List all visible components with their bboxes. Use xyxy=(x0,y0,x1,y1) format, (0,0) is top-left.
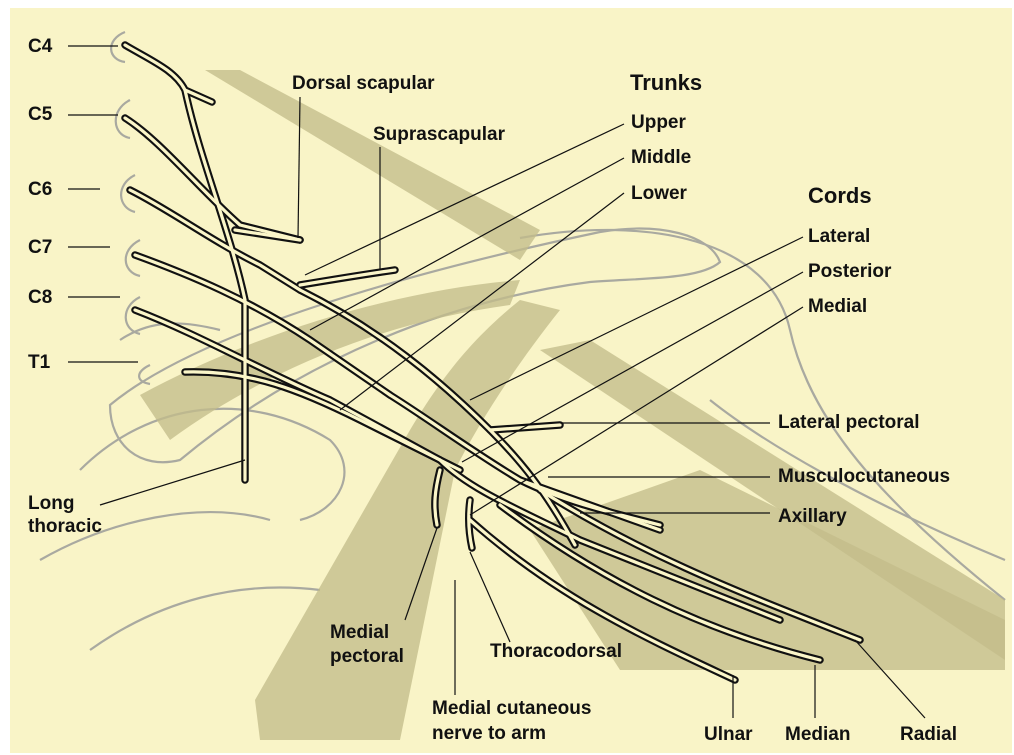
label-thoracodorsal: Thoracodorsal xyxy=(490,641,622,663)
label-medial-pectoral-line1: Medial xyxy=(330,622,389,644)
label-cord-lateral: Lateral xyxy=(808,226,870,248)
label-radial: Radial xyxy=(900,724,957,746)
label-root-c4: C4 xyxy=(28,36,52,58)
label-trunk-middle: Middle xyxy=(631,147,691,169)
label-root-c8: C8 xyxy=(28,287,52,309)
label-trunk-upper: Upper xyxy=(631,112,686,134)
label-medial-pectoral-line2: pectoral xyxy=(330,646,404,668)
label-long-thoracic-line1: Long xyxy=(28,493,74,515)
label-root-c6: C6 xyxy=(28,179,52,201)
label-dorsal-scapular: Dorsal scapular xyxy=(292,73,435,95)
header-trunks: Trunks xyxy=(630,72,702,94)
label-medial-cutaneous-line2: nerve to arm xyxy=(432,723,546,745)
label-cord-medial: Medial xyxy=(808,296,867,318)
label-trunk-lower: Lower xyxy=(631,183,687,205)
label-lateral-pectoral: Lateral pectoral xyxy=(778,412,920,434)
label-long-thoracic-line2: thoracic xyxy=(28,516,102,538)
label-musculocutaneous: Musculocutaneous xyxy=(778,466,950,488)
label-cord-posterior: Posterior xyxy=(808,261,891,283)
label-ulnar: Ulnar xyxy=(704,724,753,746)
label-median: Median xyxy=(785,724,850,746)
label-axillary: Axillary xyxy=(778,506,847,528)
header-cords: Cords xyxy=(808,185,872,207)
label-root-c5: C5 xyxy=(28,104,52,126)
label-medial-cutaneous-line1: Medial cutaneous xyxy=(432,698,591,720)
label-suprascapular: Suprascapular xyxy=(373,124,505,146)
label-root-c7: C7 xyxy=(28,237,52,259)
label-root-t1: T1 xyxy=(28,352,50,374)
